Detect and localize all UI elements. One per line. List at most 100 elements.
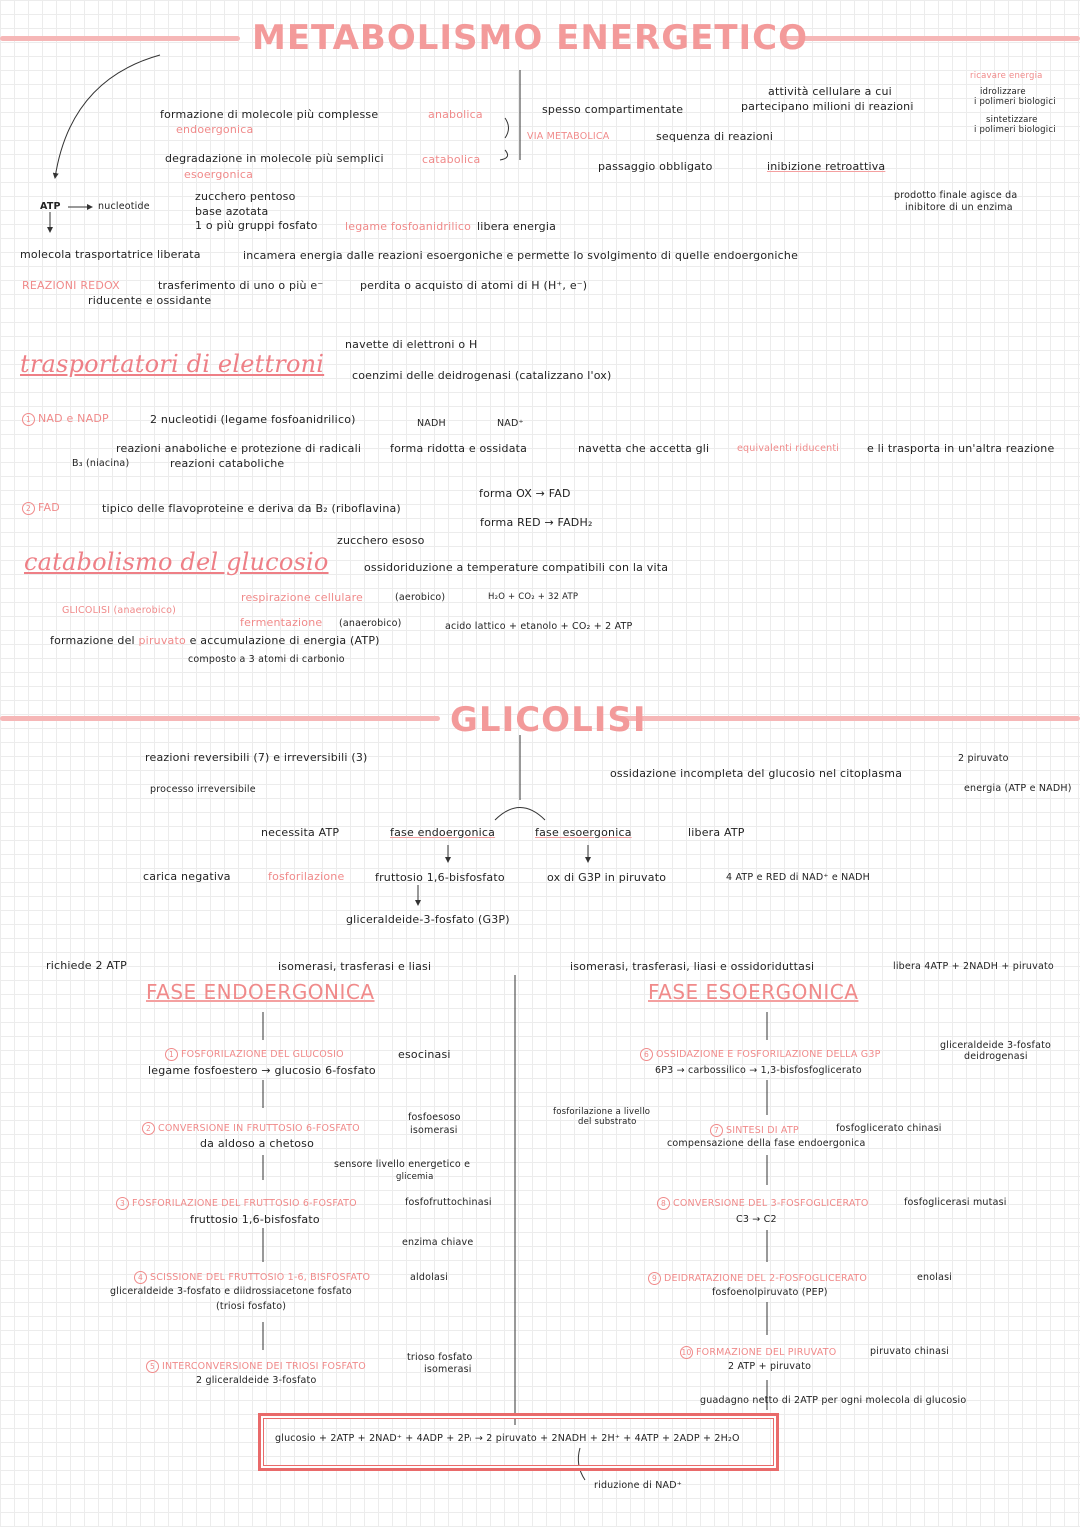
atp-red: 4 ATP e RED di NAD⁺ e NADH <box>726 872 870 883</box>
substrate2-text: del substrato <box>578 1117 637 1127</box>
nad-text: NAD e NADP <box>38 412 109 425</box>
step-number: 9 <box>648 1272 661 1285</box>
fbp-text: fruttosio 1,6-bisfosfato <box>375 871 505 884</box>
fad-red: forma RED → FADH₂ <box>480 516 593 529</box>
two-pyruvate: 2 piruvato <box>958 753 1009 764</box>
requires-atp: richiede 2 ATP <box>46 959 127 972</box>
carrier-text: molecola trasportatrice liberata <box>20 248 201 261</box>
sugar-text: zucchero pentoso <box>195 190 296 203</box>
fad-note: tipico delle flavoproteine e deriva da B… <box>102 502 401 515</box>
step-10-sub: 2 ATP + piruvato <box>728 1361 812 1372</box>
step-5-enzyme: trioso fosfato <box>407 1352 473 1363</box>
equiv-text: equivalenti riducenti <box>737 443 840 454</box>
step-5-sub: 2 gliceraldeide 3-fosfato <box>196 1375 317 1386</box>
step-7-enzyme: fosfoglicerato chinasi <box>836 1123 942 1134</box>
pyruvate-form2: e accumulazione di energia (ATP) <box>189 634 380 647</box>
step-number: 5 <box>146 1360 159 1373</box>
glicolisi-bar-left <box>0 716 440 721</box>
coenzymes-text: coenzimi delle deidrogenasi (catalizzano… <box>352 369 612 382</box>
shuttle3-text: e li trasporta in un'altra reazione <box>867 442 1055 455</box>
step-number: 2 <box>142 1122 155 1135</box>
step-4-sub: gliceraldeide 3-fosfato e diidrossiaceto… <box>110 1286 352 1297</box>
step-4-label: SCISSIONE DEL FRUTTOSIO 1-6, BISFOSFATO <box>150 1272 371 1283</box>
step-number: 10 <box>680 1346 693 1359</box>
step-9-label: DEIDRATAZIONE DEL 2-FOSFOGLICERATO <box>664 1273 868 1284</box>
pyruvate-formation: formazione del piruvato e accumulazione … <box>50 634 380 647</box>
substrate-text: fosforilazione a livello <box>553 1107 651 1117</box>
reversible-text: reazioni reversibili (7) e irreversibili… <box>145 751 368 764</box>
resp-note: (aerobico) <box>395 592 446 603</box>
catabolic-text: degradazione in molecole più semplici <box>165 152 384 165</box>
r-energy: ricavare energia <box>970 71 1043 81</box>
step-8-enzyme: fosfoglicerasi mutasi <box>904 1197 1007 1208</box>
pyruvate-word: piruvato <box>138 634 186 647</box>
redox-note: trasferimento di uno o più e⁻ <box>158 279 324 292</box>
anabolic-sub: endoergonica <box>176 123 254 136</box>
step-10-enzyme: piruvato chinasi <box>870 1346 950 1357</box>
equation-box <box>258 1413 779 1471</box>
neg-charge: carica negativa <box>143 870 231 883</box>
atp-label: ATP <box>40 201 61 212</box>
step-9-sub: fosfoenolpiruvato (PEP) <box>712 1287 828 1298</box>
step-2-label: CONVERSIONE IN FRUTTOSIO 6-FOSFATO <box>158 1123 360 1134</box>
glucose-heading: catabolismo del glucosio <box>24 548 329 576</box>
nad-note: 2 nucleotidi (legame fosfoanidrilico) <box>150 413 356 426</box>
r-hydro-sub: i polimeri biologici <box>974 97 1056 107</box>
step-6-enzyme2: deidrogenasi <box>964 1051 1028 1062</box>
step-number: 3 <box>116 1197 129 1210</box>
base-text: base azotata <box>195 205 269 218</box>
niacin-text: B₃ (niacina) <box>72 458 130 469</box>
step-5-label: INTERCONVERSIONE DEI TRIOSI FOSFATO <box>162 1361 366 1372</box>
pyruvate-form: formazione del <box>50 634 135 647</box>
step-2-enzyme2: isomerasi <box>410 1125 458 1136</box>
eso-frees: libera 4ATP + 2NADH + piruvato <box>893 961 1054 972</box>
step-2-enzyme: fosfoesoso <box>408 1112 461 1123</box>
step-8-sub: C3 → C2 <box>736 1214 777 1225</box>
resp-products: H₂O + CO₂ + 32 ATP <box>488 592 579 602</box>
glicolisi-bar-right <box>620 716 1080 721</box>
shuttle-text: navette di elettroni o H <box>345 338 478 351</box>
step-5-enzyme2: isomerasi <box>424 1364 472 1375</box>
fad-ox: forma OX → FAD <box>479 487 571 500</box>
endo-enzymes: isomerasi, trasferasi e liasi <box>278 960 432 973</box>
step-1-enzyme: esocinasi <box>398 1048 451 1061</box>
ferm-label: fermentazione <box>240 616 323 629</box>
step-3-sub: fruttosio 1,6-bisfosfato <box>190 1213 320 1226</box>
step-4-enzyme: aldolasi <box>410 1272 448 1283</box>
nad-reduction: riduzione di NAD⁺ <box>594 1480 682 1491</box>
carrier-note: incamera energia dalle reazioni esoergon… <box>243 249 799 262</box>
via-label: VIA METABOLICA <box>527 131 610 142</box>
step-number: 8 <box>657 1197 670 1210</box>
nucleotide-text: nucleotide <box>98 201 150 212</box>
often-text: spesso compartimentate <box>542 103 684 116</box>
incomplete-text: ossidazione incompleta del glucosio nel … <box>610 767 903 780</box>
catab-text: reazioni cataboliche <box>170 457 285 470</box>
fad-text: FAD <box>38 501 60 514</box>
oxidation-text: ossidoriduzione a temperature compatibil… <box>364 561 669 574</box>
step-7-sub: compensazione della fase endoergonica <box>667 1138 866 1149</box>
equation-text: glucosio + 2ATP + 2NAD⁺ + 4ADP + 2Pᵢ → 2… <box>275 1433 740 1444</box>
irreversible-text: processo irreversibile <box>150 784 256 795</box>
page-title: METABOLISMO ENERGETICO <box>252 18 809 58</box>
anabolic-label: anabolica <box>428 108 483 121</box>
redox-note2: perdita o acquisto di atomi di H (H⁺, e⁻… <box>360 279 588 292</box>
title-bar-right <box>780 36 1080 41</box>
step-3-label: FOSFORILAZIONE DEL FRUTTOSIO 6-FOSFATO <box>132 1198 357 1209</box>
bond-note: libera energia <box>477 220 557 233</box>
step-1-label: FOSFORILAZIONE DEL GLUCOSIO <box>181 1049 344 1060</box>
obligatory-text: passaggio obbligato <box>598 160 713 173</box>
g3p-text: gliceraldeide-3-fosfato (G3P) <box>346 913 510 926</box>
sugar-hexose: zucchero esoso <box>337 534 425 547</box>
energy-text: energia (ATP e NADH) <box>964 783 1072 794</box>
step-number: 7 <box>710 1124 723 1137</box>
sensor2-text: glicemia <box>396 1172 434 1182</box>
r-synth: sintetizzare <box>986 115 1038 125</box>
